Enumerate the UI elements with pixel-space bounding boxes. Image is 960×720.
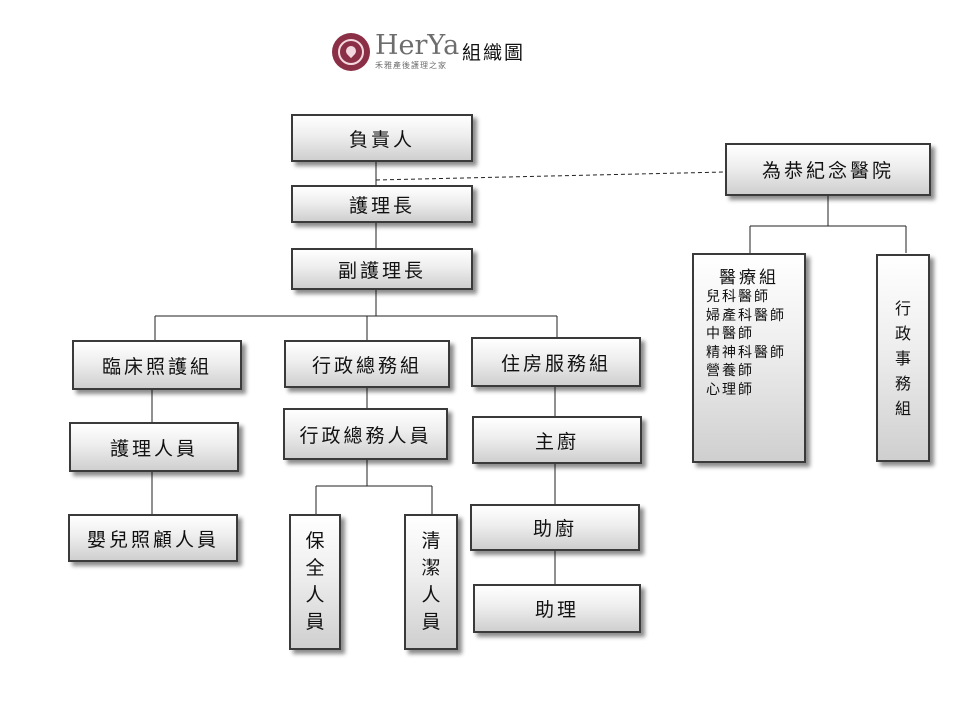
- security-staff-char: 員: [305, 611, 325, 633]
- medical-member: 精神科醫師: [706, 344, 786, 361]
- security-staff-char: 保: [305, 530, 325, 552]
- hospital-admin-char: 組: [894, 398, 911, 418]
- node-nursing-staff: 護理人員: [69, 422, 239, 472]
- cleaning-staff-char: 員: [421, 611, 441, 633]
- cleaning-staff-char: 人: [421, 584, 441, 606]
- hospital-admin-char: 行: [894, 298, 911, 318]
- node-clinical-care-group: 臨床照護組: [72, 340, 242, 390]
- cleaning-staff-char: 潔: [421, 557, 441, 579]
- medical-member: 中醫師: [706, 326, 754, 342]
- medical-member: 心理師: [706, 381, 754, 398]
- node-assistant-chef: 助廚: [470, 504, 640, 551]
- herya-logo-icon: [332, 33, 370, 71]
- node-assistant: 助理: [473, 584, 641, 633]
- node-hospital: 為恭紀念醫院: [725, 143, 931, 196]
- security-staff-char: 人: [305, 584, 325, 606]
- security-staff-char: 全: [305, 557, 325, 579]
- medical-group-members: 兒科醫師 婦產科醫師 中醫師 精神科醫師 營養師 心理師: [694, 288, 804, 399]
- node-housing-group: 住房服務組: [471, 337, 641, 387]
- node-infant-care-staff: 嬰兒照顧人員: [68, 514, 238, 562]
- medical-member: 營養師: [706, 363, 754, 379]
- node-owner: 負責人: [291, 114, 473, 162]
- hospital-admin-char: 政: [894, 323, 911, 343]
- node-medical-group: 醫療組 兒科醫師 婦產科醫師 中醫師 精神科醫師 營養師 心理師: [692, 253, 806, 463]
- node-deputy-head-nurse: 副護理長: [291, 248, 473, 290]
- medical-member: 婦產科醫師: [706, 307, 786, 324]
- medical-member: 兒科醫師: [706, 289, 770, 305]
- node-hospital-admin: 行 政 事 務 組: [876, 254, 930, 462]
- node-head-nurse: 護理長: [291, 185, 473, 223]
- node-head-chef: 主廚: [472, 416, 642, 464]
- brand-tagline: 禾雅產後護理之家: [375, 61, 447, 70]
- node-security-staff: 保 全 人 員: [289, 514, 341, 650]
- node-cleaning-staff: 清 潔 人 員: [404, 514, 458, 650]
- page-title: 組織圖: [462, 42, 526, 64]
- medical-group-title: 醫療組: [719, 268, 779, 288]
- hospital-admin-char: 務: [894, 373, 911, 393]
- node-admin-group: 行政總務組: [284, 340, 450, 388]
- node-admin-staff: 行政總務人員: [283, 408, 448, 460]
- brand-name: HerYa: [375, 30, 460, 61]
- hospital-admin-char: 事: [894, 348, 911, 368]
- cleaning-staff-char: 清: [421, 530, 441, 552]
